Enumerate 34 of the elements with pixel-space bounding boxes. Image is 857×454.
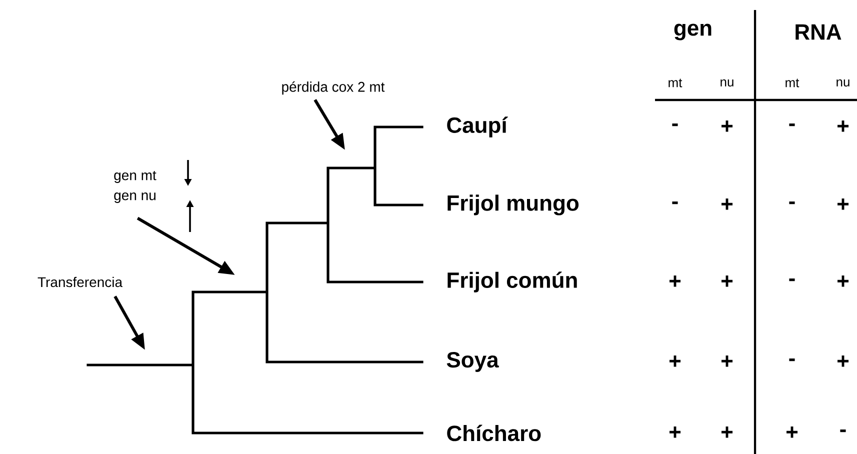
column-header: gen <box>674 24 712 40</box>
table-cell: + <box>670 276 681 287</box>
species-name: Soya <box>446 352 499 372</box>
species-name: Chícharo <box>447 424 541 442</box>
column-subheader: nu <box>720 79 734 87</box>
annotation-text: Transferencia <box>38 276 123 288</box>
table-cell: + <box>670 426 681 438</box>
table-cell: - <box>672 202 678 204</box>
table-cell: + <box>722 198 733 210</box>
table-cell: - <box>789 202 795 204</box>
column-subheader: nu <box>836 79 850 87</box>
annotation-text: pérdida cox 2 mt <box>282 81 385 95</box>
table-cell: + <box>838 356 849 367</box>
table-cell: + <box>838 276 849 287</box>
table-cell: - <box>672 124 678 126</box>
table-cell: + <box>838 198 849 210</box>
column-subheader: mt <box>786 78 800 88</box>
table-cell: - <box>789 278 795 282</box>
column-subheader: mt <box>668 78 682 88</box>
species-name: Frijol mungo <box>448 194 579 216</box>
table-cell: + <box>722 426 733 438</box>
table-cell: - <box>840 429 846 432</box>
table-cell: + <box>786 426 798 438</box>
table-cell: + <box>838 120 849 132</box>
table-cell: + <box>670 356 681 367</box>
table-cell: + <box>722 120 733 132</box>
table-cell: + <box>722 276 733 287</box>
species-name: Caupí <box>447 116 508 138</box>
annotation-text: gen mt gen nu <box>114 171 156 203</box>
species-name: Frijol común <box>448 272 577 292</box>
table-cell: - <box>789 358 795 362</box>
column-header: RNA <box>796 24 842 40</box>
table-cell: + <box>722 356 733 367</box>
table-cell: - <box>789 124 795 126</box>
